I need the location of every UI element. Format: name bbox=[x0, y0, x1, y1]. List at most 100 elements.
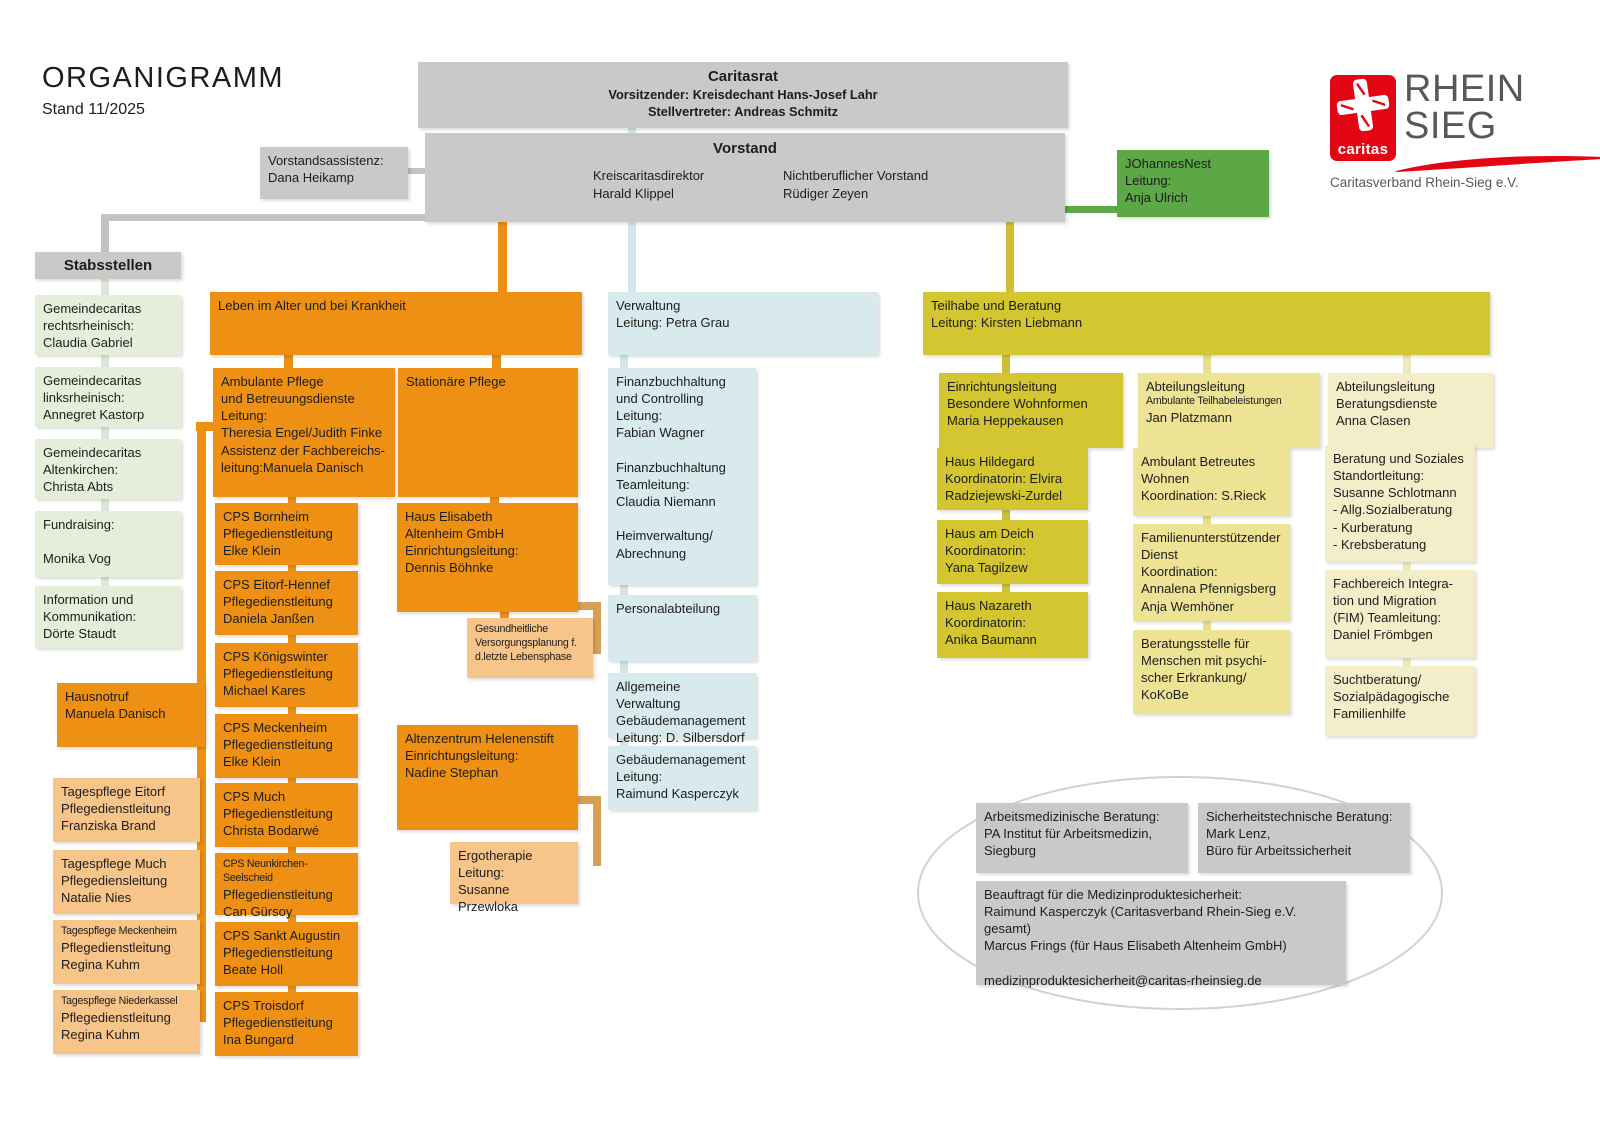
haus-am-deich-box-line: Yana Tagilzew bbox=[945, 560, 1028, 576]
personalabteilung-box-line: Personalabteilung bbox=[616, 601, 721, 616]
medizinproduktesicherheit-box-line bbox=[984, 955, 1338, 972]
advisory-ellipse bbox=[917, 776, 1443, 1010]
beratung-und-soziales-box-line: Susanne Schlotmann bbox=[1333, 485, 1457, 501]
johannesnest-box-line: Anja Ulrich bbox=[1125, 190, 1188, 206]
finanzbuchhaltung-box-line: Leitung: bbox=[616, 408, 663, 424]
tagespflege-meckenheim-box-line: Pflegedienstleitung bbox=[61, 939, 171, 955]
haus-am-deich-box-line: Koordinatorin: bbox=[945, 543, 1026, 559]
ambulante-pflege-box-line: Ambulante Pflege bbox=[221, 374, 324, 389]
tagespflege-much-box-line: Natalie Nies bbox=[61, 890, 132, 906]
beratung-und-soziales-box-line: - Krebsberatung bbox=[1333, 536, 1427, 552]
stationaere-pflege-box: Stationäre Pflege bbox=[398, 368, 578, 497]
cps-meckenheim-box-line: Pflegedienstleitung bbox=[223, 737, 333, 753]
arbeitsmedizinische-beratung-box: Arbeitsmedizinische Beratung:PA Institut… bbox=[976, 803, 1188, 873]
fundraising-box-line bbox=[43, 533, 173, 550]
bracket-gesundheitliche-h bbox=[578, 602, 595, 610]
information-kommunikation-box-line: Dörte Staudt bbox=[43, 626, 116, 642]
finanzbuchhaltung-box-line: Teamleitung: bbox=[616, 476, 690, 492]
tagespflege-much-box-line: Tagespflege Much bbox=[61, 856, 167, 871]
ergotherapie-box-line: Ergotherapie bbox=[458, 848, 533, 863]
cps-sankt-augustin-box-line: CPS Sankt Augustin bbox=[223, 928, 341, 943]
tagespflege-meckenheim-box-line: Regina Kuhm bbox=[61, 957, 140, 973]
tagespflege-meckenheim-box-line: Tagespflege Meckenheim bbox=[61, 925, 177, 937]
gemeindecaritas-rechtsrheinisch-box-line: rechtsrheinisch: bbox=[43, 318, 135, 334]
wire-assistenz bbox=[404, 168, 428, 174]
suchtberatung-box-line: Familienhilfe bbox=[1333, 706, 1406, 722]
vorstandsassistenz-box: Vorstandsassistenz:Dana Heikamp bbox=[260, 147, 408, 199]
beratung-und-soziales-box-line: - Kurberatung bbox=[1333, 519, 1413, 535]
cps-much-box-line: Pflegedienstleitung bbox=[223, 806, 333, 822]
gemeindecaritas-rechtsrheinisch-box-line: Claudia Gabriel bbox=[43, 335, 133, 351]
vorstand-honorary-role: Nichtberuflicher Vorstand bbox=[783, 168, 929, 183]
beratungsstelle-kokobe-box-line: Menschen mit psychi- bbox=[1141, 653, 1267, 669]
gebaeudemanagement-box-line: Raimund Kasperczyk bbox=[616, 786, 739, 802]
haus-elisabeth-box-line: Haus Elisabeth bbox=[405, 509, 493, 524]
fachbereich-integration-migration-box-line: (FIM) Teamleitung: bbox=[1333, 610, 1442, 626]
altenzentrum-helenenstift-box-line: Einrichtungsleitung: bbox=[405, 748, 519, 764]
wire-drop-orange bbox=[498, 222, 507, 294]
logo-region-line2: SIEG bbox=[1404, 105, 1497, 148]
ambulante-pflege-box-line: leitung:Manuela Danisch bbox=[221, 459, 364, 475]
page-date: Stand 11/2025 bbox=[42, 101, 145, 118]
information-kommunikation-box-line: Information und bbox=[43, 592, 134, 607]
johannesnest-box-line: JOhannesNest bbox=[1125, 156, 1211, 171]
tagespflege-eitorf-box-line: Tagespflege Eitorf bbox=[61, 784, 166, 799]
cps-eitorf-hennef-box-line: Pflegedienstleitung bbox=[223, 594, 333, 610]
cps-bornheim-box-line: Elke Klein bbox=[223, 543, 281, 559]
allgemeine-verwaltung-box-line: Gebäudemanagement bbox=[616, 713, 746, 729]
finanzbuchhaltung-box-line: Abrechnung bbox=[616, 545, 687, 561]
vorstand-director-role: Kreiscaritasdirektor bbox=[593, 168, 705, 183]
fundraising-box: Fundraising: Monika Vog bbox=[35, 511, 181, 577]
gemeindecaritas-rechtsrheinisch-box-line: Gemeindecaritas bbox=[43, 301, 142, 316]
caritasrat-box-title: Caritasrat bbox=[707, 68, 779, 85]
wire-stabsstellen-drop bbox=[101, 214, 109, 266]
finanzbuchhaltung-box-line: Fabian Wagner bbox=[616, 425, 705, 441]
stationaere-pflege-box-line: Stationäre Pflege bbox=[406, 374, 506, 389]
finanzbuchhaltung-box-line: Finanzbuchhaltung bbox=[616, 374, 726, 389]
fachbereich-integration-migration-box-line: tion und Migration bbox=[1333, 593, 1437, 609]
cps-koenigswinter-box-line: Pflegedienstleitung bbox=[223, 666, 333, 682]
cps-troisdorf-box-line: CPS Troisdorf bbox=[223, 998, 304, 1013]
haus-elisabeth-box-line: Altenheim GmbH bbox=[405, 526, 504, 542]
sicherheitstechnische-beratung-box-line: Büro für Arbeitssicherheit bbox=[1206, 843, 1352, 859]
cps-eitorf-hennef-box-line: Daniela Janßen bbox=[223, 611, 315, 627]
arbeitsmedizinische-beratung-box-line: PA Institut für Arbeitsmedizin, bbox=[984, 826, 1153, 842]
cps-much-box-line: CPS Much bbox=[223, 789, 286, 804]
wire-caritasrat-vorstand bbox=[628, 124, 636, 138]
vorstandsassistenz-box-line: Vorstandsassistenz: bbox=[268, 153, 384, 168]
ambulante-pflege-box-line: Leitung: bbox=[221, 408, 268, 424]
arbeitsmedizinische-beratung-box-line: Siegburg bbox=[984, 843, 1037, 859]
tagespflege-niederkassel-box-line: Pflegedienstleitung bbox=[61, 1009, 171, 1025]
cps-eitorf-hennef-box-line: CPS Eitorf-Hennef bbox=[223, 577, 330, 592]
vorstand-honorary: Nichtberuflicher Vorstand Rüdiger Zeyen bbox=[783, 167, 928, 203]
wire-leben-ambulante bbox=[284, 355, 293, 369]
abteilungsleitung-beratungsdienste-box-line: Abteilungsleitung bbox=[1336, 379, 1436, 394]
vorstand-director-name: Harald Klippel bbox=[593, 186, 674, 202]
sicherheitstechnische-beratung-box-line: Sicherheitstechnische Beratung: bbox=[1206, 809, 1393, 824]
wire-vorstand-left bbox=[101, 214, 431, 221]
fundraising-box-line: Fundraising: bbox=[43, 517, 115, 532]
cps-neunkirchen-seelscheid-box-line: CPS Neunkirchen-Seelscheid bbox=[223, 858, 308, 884]
caritas-flame-cross-icon bbox=[1336, 78, 1390, 132]
stabsstellen-header-line: Stabsstellen bbox=[63, 257, 153, 274]
haus-nazareth-box-line: Koordinatorin: bbox=[945, 615, 1026, 631]
ambulant-betreutes-wohnen-box-line: Koordination: S.Rieck bbox=[1141, 488, 1267, 504]
tagespflege-niederkassel-box-line: Regina Kuhm bbox=[61, 1027, 140, 1043]
haus-am-deich-box-line: Haus am Deich bbox=[945, 526, 1034, 541]
haus-elisabeth-box-line: Dennis Böhnke bbox=[405, 560, 494, 576]
cps-sankt-augustin-box-line: Pflegedienstleitung bbox=[223, 945, 333, 961]
tagespflege-much-box-line: Pflegediensleitung bbox=[61, 873, 168, 889]
wire-johannesnest bbox=[1063, 206, 1119, 213]
wire-drop-blue bbox=[628, 222, 636, 294]
